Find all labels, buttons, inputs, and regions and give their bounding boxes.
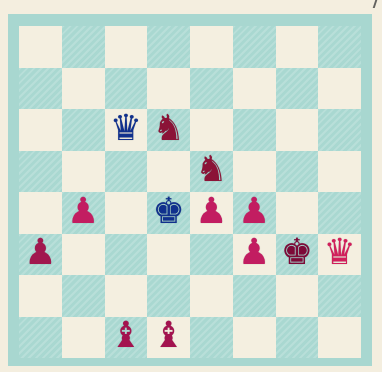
square-e6 [190, 109, 233, 151]
square-c2 [105, 275, 148, 317]
square-h5 [318, 151, 361, 193]
square-d2 [147, 275, 190, 317]
square-b8 [62, 26, 105, 68]
white-pawn-icon: ♟ [195, 194, 227, 230]
white-king-icon: ♚ [281, 235, 313, 271]
square-e8 [190, 26, 233, 68]
square-g6 [276, 109, 319, 151]
square-b2 [62, 275, 105, 317]
square-g7 [276, 68, 319, 110]
square-f1 [233, 317, 276, 359]
square-g4 [276, 192, 319, 234]
white-pawn-icon: ♟ [67, 194, 99, 230]
square-c7 [105, 68, 148, 110]
square-g3: ♚ [276, 234, 319, 276]
square-g2 [276, 275, 319, 317]
square-e4: ♟ [190, 192, 233, 234]
square-d3 [147, 234, 190, 276]
square-c5 [105, 151, 148, 193]
white-bishop-icon: ♝ [110, 318, 142, 354]
white-pawn-icon: ♟ [238, 235, 270, 271]
square-a6 [19, 109, 62, 151]
square-a1 [19, 317, 62, 359]
square-e1 [190, 317, 233, 359]
square-b5 [62, 151, 105, 193]
square-f5 [233, 151, 276, 193]
square-d4: ♚ [147, 192, 190, 234]
square-c6: ♛ [105, 109, 148, 151]
square-f6 [233, 109, 276, 151]
square-a2 [19, 275, 62, 317]
square-h7 [318, 68, 361, 110]
square-a4 [19, 192, 62, 234]
square-b3 [62, 234, 105, 276]
square-c1: ♝ [105, 317, 148, 359]
square-e5: ♞ [190, 151, 233, 193]
square-e3 [190, 234, 233, 276]
white-pawn-icon: ♟ [24, 235, 56, 271]
square-h1 [318, 317, 361, 359]
square-h8 [318, 26, 361, 68]
square-f3: ♟ [233, 234, 276, 276]
square-d7 [147, 68, 190, 110]
square-b1 [62, 317, 105, 359]
white-knight-icon: ♞ [195, 152, 227, 188]
square-h6 [318, 109, 361, 151]
square-g8 [276, 26, 319, 68]
square-d1: ♝ [147, 317, 190, 359]
square-a5 [19, 151, 62, 193]
square-h3: ♛ [318, 234, 361, 276]
square-f2 [233, 275, 276, 317]
square-c8 [105, 26, 148, 68]
square-f7 [233, 68, 276, 110]
square-f8 [233, 26, 276, 68]
white-queen-icon: ♛ [323, 235, 355, 271]
square-g5 [276, 151, 319, 193]
white-knight-icon: ♞ [152, 111, 184, 147]
square-e7 [190, 68, 233, 110]
square-b7 [62, 68, 105, 110]
square-b6 [62, 109, 105, 151]
corner-mark [367, 0, 378, 8]
square-a7 [19, 68, 62, 110]
chess-board: ♛ ♞ ♞ ♟ ♚ ♟ ♟ ♟ ♟ ♚ ♛ ♝ ♝ [19, 26, 361, 358]
square-d6: ♞ [147, 109, 190, 151]
white-bishop-icon: ♝ [152, 318, 184, 354]
square-b4: ♟ [62, 192, 105, 234]
square-e2 [190, 275, 233, 317]
square-g1 [276, 317, 319, 359]
white-pawn-icon: ♟ [238, 194, 270, 230]
square-c4 [105, 192, 148, 234]
square-a3: ♟ [19, 234, 62, 276]
square-h2 [318, 275, 361, 317]
square-d8 [147, 26, 190, 68]
square-a8 [19, 26, 62, 68]
black-queen-icon: ♛ [110, 111, 142, 147]
black-king-icon: ♚ [152, 194, 184, 230]
square-h4 [318, 192, 361, 234]
square-c3 [105, 234, 148, 276]
square-d5 [147, 151, 190, 193]
square-f4: ♟ [233, 192, 276, 234]
